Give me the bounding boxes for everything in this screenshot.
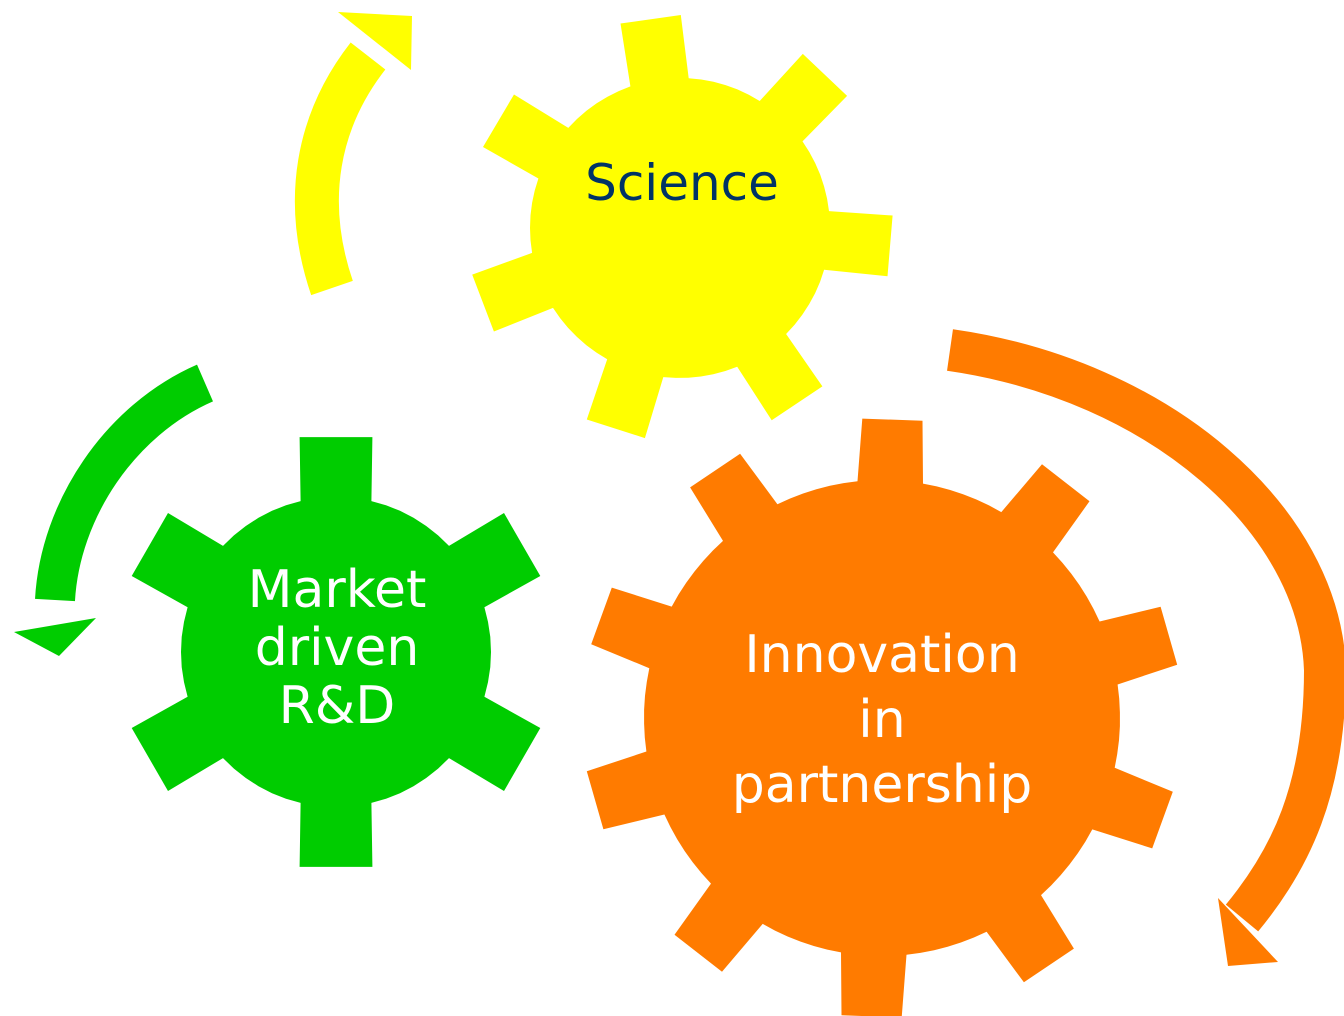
- orange-arrow-head: [1218, 898, 1278, 966]
- market-driven-rd-gear-label-line: Market: [248, 560, 427, 620]
- orange-arrow: [947, 329, 1344, 966]
- green-arrow: [14, 364, 214, 656]
- yellow-arrow-shaft: [294, 42, 386, 296]
- market-driven-rd-gear-shape: [131, 437, 541, 867]
- market-driven-rd-gear-label-line: R&D: [279, 676, 396, 736]
- science-gear-shape: [472, 15, 893, 439]
- innovation-in-partnership-gear-label-line: in: [858, 690, 905, 750]
- innovation-in-partnership-gear-label-line: Innovation: [744, 625, 1019, 685]
- science-gear-label: Science: [585, 154, 779, 212]
- orange-arrow-shaft: [947, 329, 1344, 932]
- innovation-in-partnership-gear-label-line: partnership: [732, 755, 1032, 815]
- market-driven-rd-gear-label-line: driven: [255, 618, 420, 678]
- yellow-arrow: [294, 12, 412, 296]
- innovation-in-partnership-gear-shape: [586, 418, 1178, 1016]
- science-gear-label-line: Science: [585, 154, 779, 212]
- green-arrow-head: [14, 618, 96, 656]
- science-gear: Science: [472, 15, 893, 439]
- yellow-arrow-head: [338, 12, 412, 70]
- green-arrow-shaft: [35, 364, 214, 602]
